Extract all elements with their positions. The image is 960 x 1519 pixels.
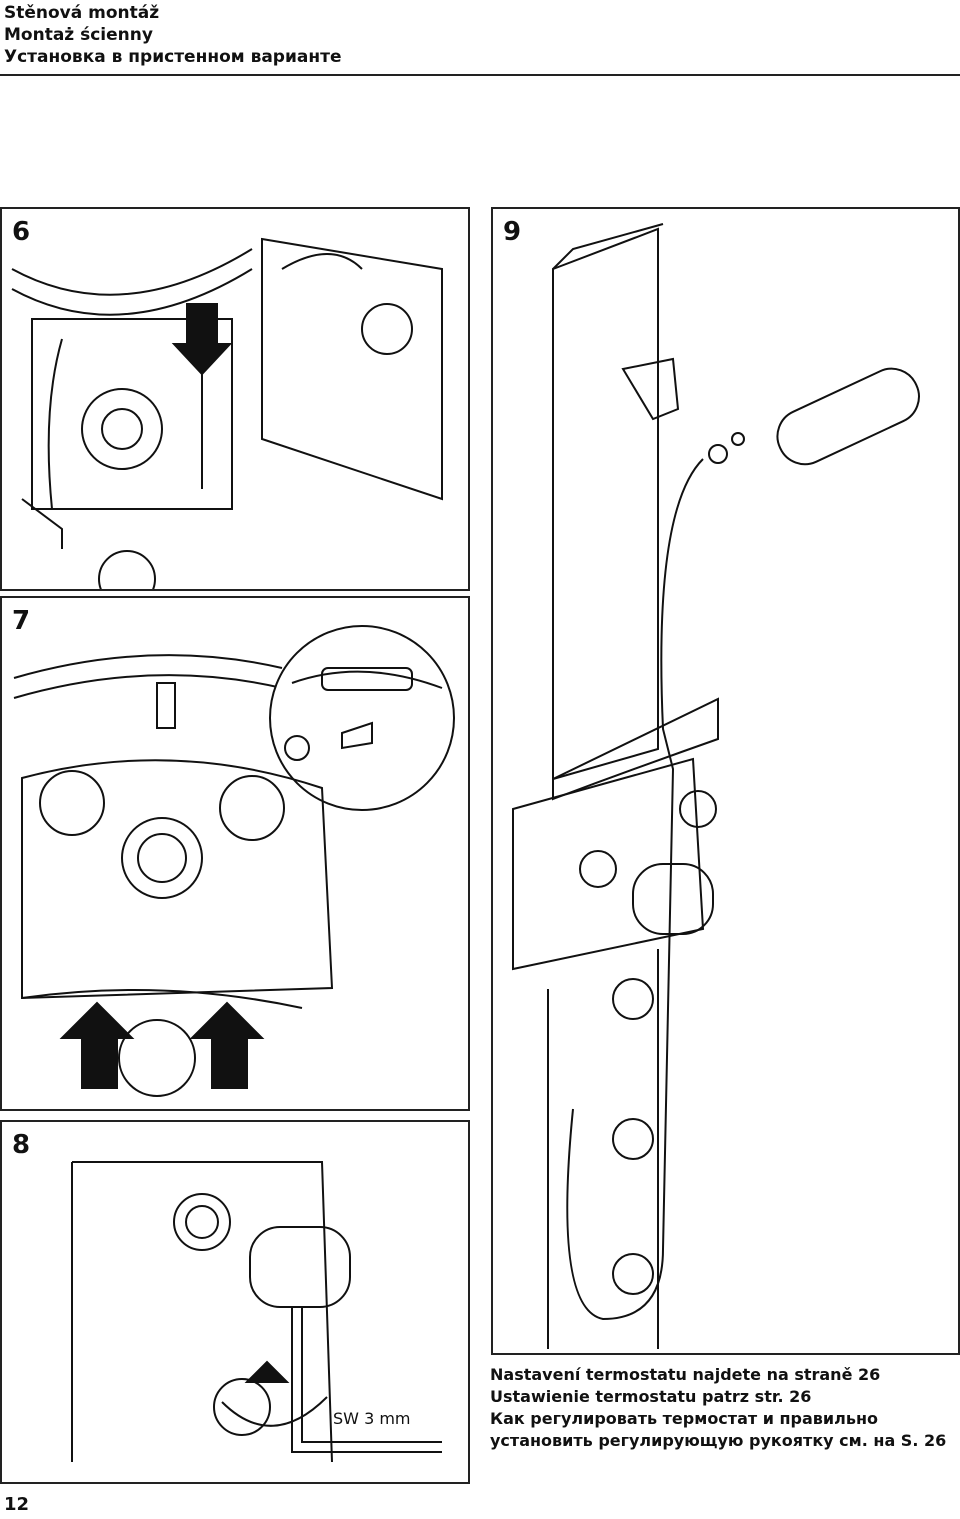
- step-7-panel: 7: [0, 596, 470, 1111]
- page-header: Stěnová montáž Montaż ścienny Установка …: [4, 2, 954, 68]
- step-8-illustration: [71, 1161, 442, 1463]
- header-rule: [0, 74, 960, 76]
- step-8-panel: 8: [0, 1120, 470, 1484]
- step-7-number: 7: [12, 606, 31, 636]
- step-8-number: 8: [12, 1130, 31, 1160]
- note-polish: Ustawienie termostatu patrz str. 26: [490, 1387, 812, 1406]
- step-9-number: 9: [503, 217, 522, 247]
- title-russian: Установка в пристенном варианте: [4, 47, 342, 67]
- tool-size-label: SW 3 mm: [333, 1409, 411, 1428]
- title-polish: Montaż ścienny: [4, 25, 153, 45]
- note-russian-line-1: Как регулировать термостат и правильно: [490, 1409, 879, 1428]
- step-9-panel: 9: [491, 207, 960, 1355]
- step-6-panel: 6: [0, 207, 470, 591]
- step-6-number: 6: [12, 217, 31, 247]
- step-6-illustration: [11, 237, 443, 589]
- title-czech: Stěnová montáž: [4, 3, 160, 23]
- thermostat-note: Nastavení termostatu najdete na straně 2…: [490, 1364, 960, 1452]
- step-9-illustration: [512, 223, 920, 1349]
- note-russian-line-2: установить регулирующую рукоятку см. на …: [490, 1431, 947, 1450]
- note-czech: Nastavení termostatu najdete na straně 2…: [490, 1365, 881, 1384]
- step-7-illustration: [13, 625, 455, 1097]
- page-number: 12: [4, 1494, 30, 1515]
